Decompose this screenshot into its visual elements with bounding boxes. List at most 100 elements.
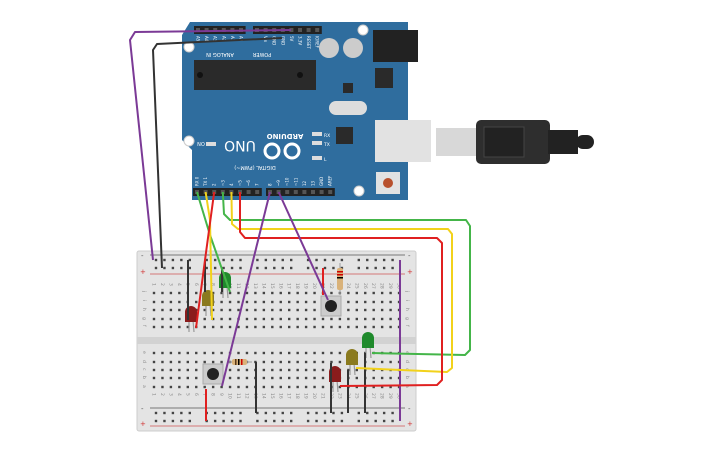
rail-hole[interactable]	[264, 266, 268, 270]
breadboard-hole[interactable]	[203, 351, 206, 355]
rail-hole[interactable]	[163, 411, 166, 415]
wire-purple[interactable]	[221, 191, 271, 387]
breadboard-hole[interactable]	[389, 385, 392, 389]
breadboard-hole[interactable]	[313, 325, 316, 329]
rail-hole[interactable]	[213, 266, 217, 270]
breadboard-hole[interactable]	[245, 385, 249, 389]
breadboard-hole[interactable]	[195, 376, 198, 380]
breadboard-hole[interactable]	[364, 325, 367, 329]
breadboard-hole[interactable]	[169, 360, 173, 364]
breadboard-hole[interactable]	[364, 300, 367, 304]
breadboard-hole[interactable]	[330, 291, 333, 295]
breadboard-hole[interactable]	[372, 376, 375, 380]
breadboard-hole[interactable]	[288, 300, 291, 304]
breadboard-hole[interactable]	[186, 385, 189, 389]
breadboard-hole[interactable]	[262, 325, 266, 329]
breadboard-hole[interactable]	[245, 325, 249, 329]
breadboard-hole[interactable]	[178, 317, 181, 321]
breadboard-hole[interactable]	[313, 317, 316, 321]
rail-hole[interactable]	[366, 411, 369, 415]
rail-hole[interactable]	[391, 266, 394, 270]
breadboard-hole[interactable]	[288, 376, 291, 380]
breadboard-hole[interactable]	[380, 325, 384, 329]
breadboard-hole[interactable]	[169, 368, 173, 372]
breadboard-hole[interactable]	[313, 308, 316, 312]
breadboard-hole[interactable]	[220, 308, 223, 312]
rail-hole[interactable]	[290, 419, 293, 423]
rail-hole[interactable]	[323, 419, 327, 423]
rail-hole[interactable]	[306, 266, 310, 270]
header-pin[interactable]	[315, 28, 320, 32]
breadboard-hole[interactable]	[304, 385, 308, 389]
rail-hole[interactable]	[180, 419, 183, 423]
rail-hole[interactable]	[256, 419, 259, 423]
breadboard-hole[interactable]	[152, 368, 156, 372]
breadboard-hole[interactable]	[380, 360, 384, 364]
breadboard-hole[interactable]	[279, 376, 282, 380]
rail-hole[interactable]	[315, 258, 318, 262]
breadboard-hole[interactable]	[169, 291, 173, 295]
breadboard-hole[interactable]	[389, 308, 392, 312]
breadboard-hole[interactable]	[304, 351, 308, 355]
breadboard-hole[interactable]	[237, 368, 240, 372]
breadboard-hole[interactable]	[178, 325, 181, 329]
rail-hole[interactable]	[340, 411, 344, 415]
breadboard-hole[interactable]	[228, 385, 232, 389]
breadboard-hole[interactable]	[254, 317, 257, 321]
breadboard-hole[interactable]	[237, 385, 240, 389]
breadboard-hole[interactable]	[220, 360, 223, 364]
breadboard-hole[interactable]	[169, 317, 173, 321]
rail-hole[interactable]	[188, 419, 191, 423]
breadboard-hole[interactable]	[161, 317, 164, 321]
breadboard-hole[interactable]	[228, 368, 232, 372]
breadboard-hole[interactable]	[321, 360, 325, 364]
rail-hole[interactable]	[171, 266, 175, 270]
rail-hole[interactable]	[382, 419, 386, 423]
rail-hole[interactable]	[264, 411, 268, 415]
breadboard-hole[interactable]	[169, 351, 173, 355]
breadboard-hole[interactable]	[279, 308, 282, 312]
breadboard-hole[interactable]	[372, 385, 375, 389]
breadboard-hole[interactable]	[313, 351, 316, 355]
breadboard-hole[interactable]	[152, 385, 156, 389]
breadboard-hole[interactable]	[313, 385, 316, 389]
breadboard-hole[interactable]	[271, 385, 274, 389]
rail-hole[interactable]	[323, 411, 327, 415]
breadboard-hole[interactable]	[321, 351, 325, 355]
breadboard-hole[interactable]	[195, 385, 198, 389]
rail-hole[interactable]	[340, 258, 344, 262]
breadboard-hole[interactable]	[262, 385, 266, 389]
rail-hole[interactable]	[273, 419, 276, 423]
breadboard-hole[interactable]	[304, 360, 308, 364]
breadboard-hole[interactable]	[228, 308, 232, 312]
breadboard-hole[interactable]	[161, 360, 164, 364]
rail-hole[interactable]	[163, 266, 166, 270]
breadboard-hole[interactable]	[211, 360, 215, 364]
breadboard-hole[interactable]	[355, 368, 358, 372]
breadboard-hole[interactable]	[279, 325, 282, 329]
breadboard-hole[interactable]	[347, 291, 350, 295]
rail-hole[interactable]	[357, 258, 360, 262]
breadboard-hole[interactable]	[186, 351, 189, 355]
rail-hole[interactable]	[366, 419, 369, 423]
rail-hole[interactable]	[264, 258, 268, 262]
breadboard-hole[interactable]	[237, 351, 240, 355]
rail-hole[interactable]	[281, 258, 284, 262]
rail-hole[interactable]	[205, 258, 208, 262]
breadboard-hole[interactable]	[203, 317, 206, 321]
rail-hole[interactable]	[281, 419, 284, 423]
breadboard-hole[interactable]	[254, 308, 257, 312]
rail-hole[interactable]	[256, 266, 259, 270]
wire-black[interactable]	[152, 37, 283, 269]
breadboard-hole[interactable]	[288, 291, 291, 295]
breadboard-hole[interactable]	[304, 317, 308, 321]
breadboard-hole[interactable]	[195, 351, 198, 355]
rail-hole[interactable]	[391, 419, 394, 423]
breadboard-hole[interactable]	[380, 385, 384, 389]
breadboard-hole[interactable]	[220, 300, 223, 304]
breadboard-hole[interactable]	[279, 360, 282, 364]
rail-hole[interactable]	[332, 411, 335, 415]
rail-hole[interactable]	[154, 419, 158, 423]
breadboard-hole[interactable]	[296, 291, 299, 295]
breadboard-hole[interactable]	[220, 291, 223, 295]
